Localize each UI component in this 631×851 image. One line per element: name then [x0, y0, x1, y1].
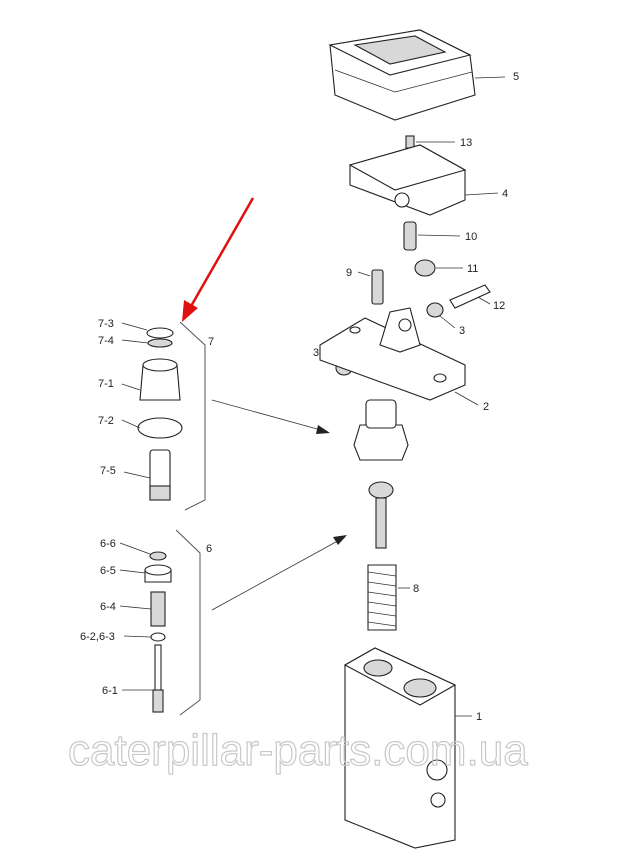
callout-9: 9 [346, 267, 352, 279]
callout-12: 12 [493, 300, 505, 312]
callout-3: 3 [459, 325, 465, 337]
assembly-arrows [211, 399, 347, 611]
subassembly-7 [121, 321, 206, 511]
callout-7: 7 [208, 336, 214, 348]
callout-1: 1 [476, 711, 482, 723]
part-5-boot [328, 29, 506, 121]
subassembly-6 [119, 529, 201, 716]
callout-6-2-6-3: 6-2,6-3 [80, 631, 115, 643]
part-8-spring [367, 564, 410, 631]
part-1-body [343, 647, 472, 849]
part-10-pin [403, 221, 461, 251]
callout-6-5: 6-5 [100, 565, 116, 577]
part-9-bolt [357, 269, 384, 305]
callout-2: 2 [483, 401, 489, 413]
callout-4: 4 [502, 188, 508, 200]
callout-6: 6 [206, 543, 212, 555]
watermark: caterpillar-parts.com.ua [68, 726, 528, 775]
callout-10: 10 [465, 231, 477, 243]
part-11-nut [414, 259, 463, 277]
callout-8: 8 [413, 583, 419, 595]
part-4-plate [348, 144, 499, 216]
assembly-7-installed [353, 399, 409, 461]
callout-7-4: 7-4 [98, 335, 114, 347]
red-pointer-arrow [182, 197, 255, 322]
callout-3: 3 [313, 347, 319, 359]
callout-6-4: 6-4 [100, 601, 116, 613]
part-13-screw [405, 135, 455, 149]
callout-6-1: 6-1 [102, 685, 118, 697]
part-2-base [319, 307, 479, 406]
callout-7-3: 7-3 [98, 318, 114, 330]
callout-13: 13 [460, 137, 472, 149]
callout-11: 11 [467, 263, 478, 275]
part-12-pin [449, 284, 491, 309]
callout-5: 5 [513, 71, 519, 83]
callout-7-1: 7-1 [98, 378, 114, 390]
callout-6-6: 6-6 [100, 538, 116, 550]
callout-7-5: 7-5 [100, 465, 116, 477]
callout-7-2: 7-2 [98, 415, 114, 427]
assembly-6-installed [368, 481, 394, 549]
